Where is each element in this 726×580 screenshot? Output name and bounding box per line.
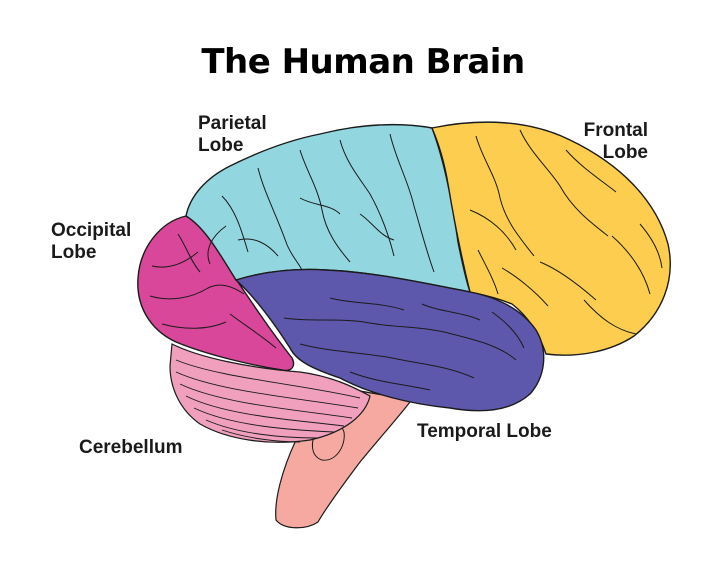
occipital-sulci xyxy=(149,233,277,349)
occipital-label-line2: Lobe xyxy=(51,242,97,263)
parietal-sulci xyxy=(207,133,435,273)
frontal-sulci xyxy=(469,129,663,335)
cerebellum-folds xyxy=(175,359,361,443)
label-occipital-lobe: Occipital Lobe xyxy=(51,220,131,264)
label-frontal-lobe: Frontal Lobe xyxy=(545,120,648,164)
label-parietal-lobe: Parietal Lobe xyxy=(198,113,267,157)
diagram-title: The Human Brain xyxy=(201,42,525,82)
frontal-lobe-region xyxy=(431,121,671,356)
parietal-label-line2: Lobe xyxy=(198,135,244,156)
frontal-label-line2: Lobe xyxy=(602,142,648,163)
temporal-sulci xyxy=(283,297,525,391)
label-temporal-lobe: Temporal Lobe xyxy=(417,421,552,442)
frontal-label-line1: Frontal xyxy=(583,120,648,141)
occipital-label-line1: Occipital xyxy=(51,220,132,241)
label-cerebellum: Cerebellum xyxy=(79,437,183,458)
parietal-label-line1: Parietal xyxy=(198,113,267,134)
